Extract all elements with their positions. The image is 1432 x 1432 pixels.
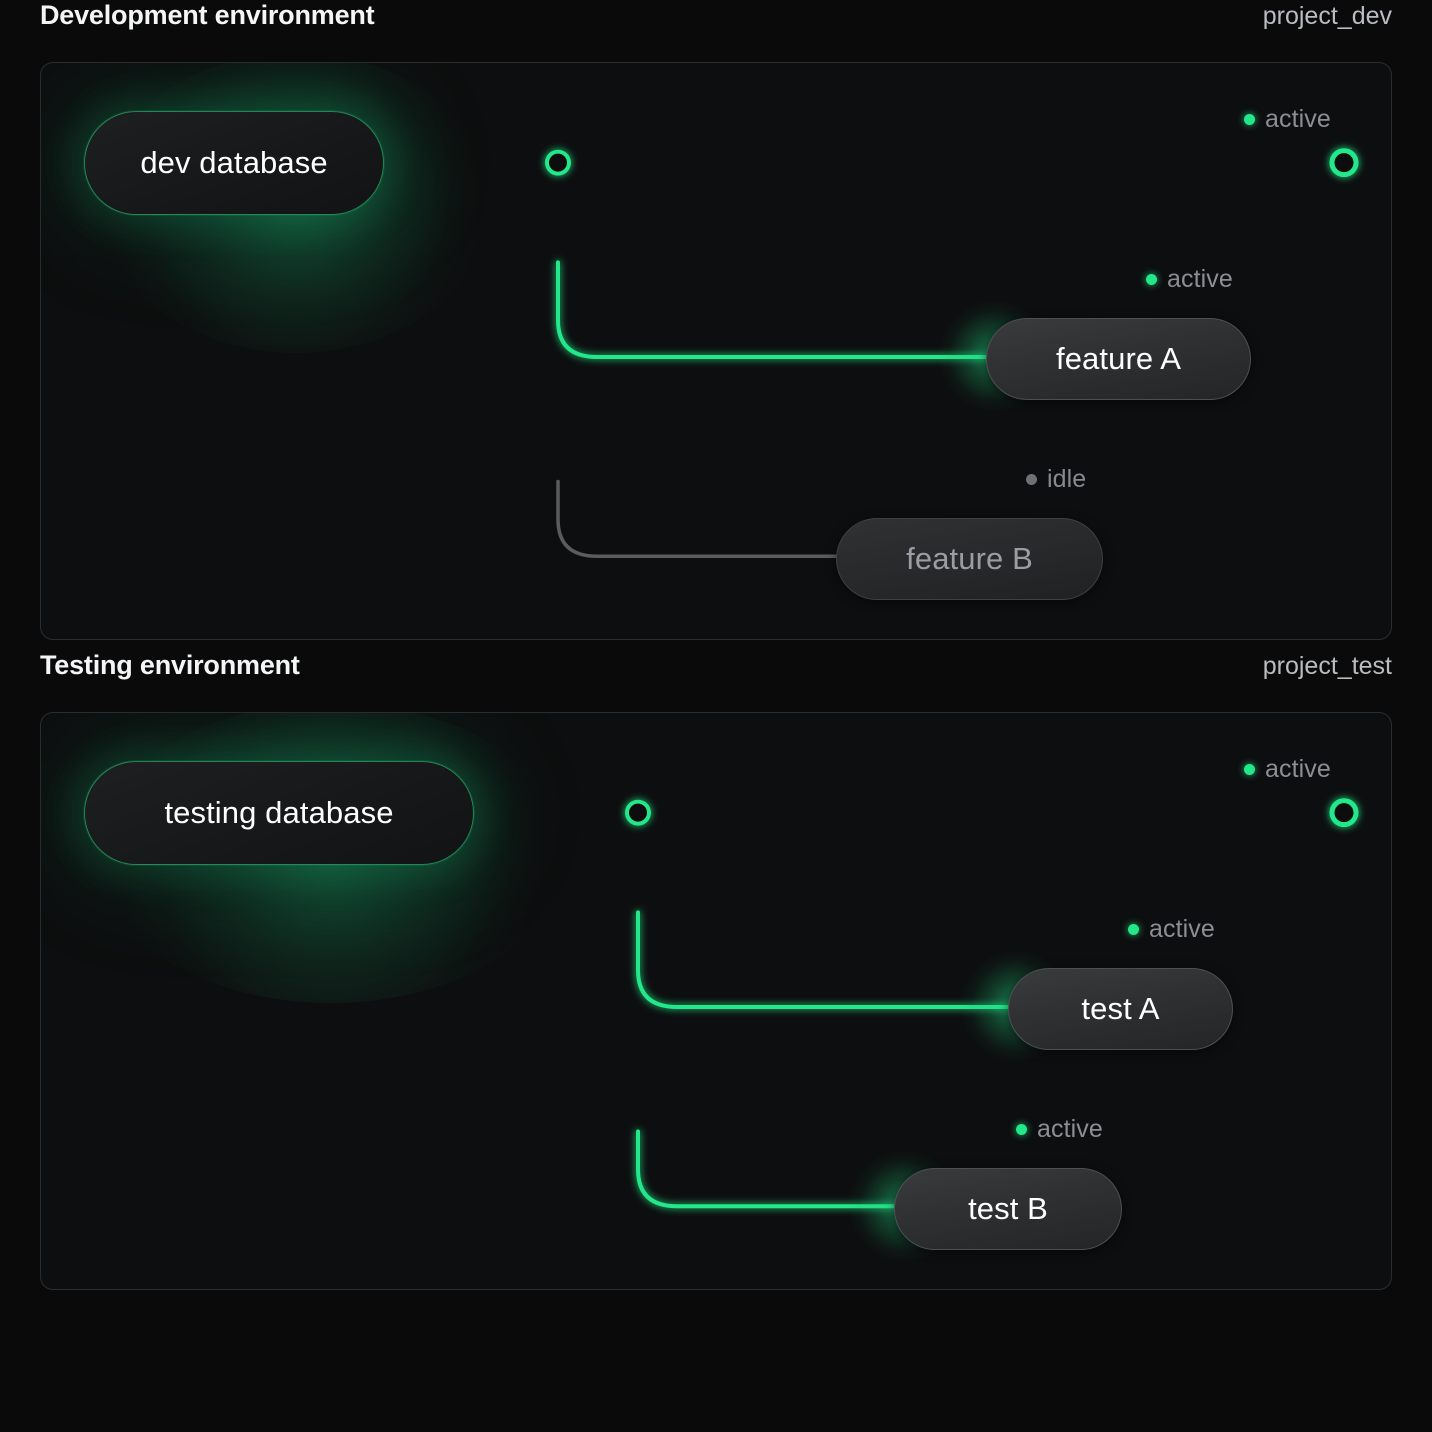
endpoint-node-dev[interactable] [1329, 148, 1359, 178]
status-badge-trunk-test: active [1244, 755, 1331, 784]
branch-node-test-b[interactable]: test B [894, 1168, 1122, 1250]
connection-graph-development [382, 148, 1359, 559]
branch-node-test-a[interactable]: test A [1008, 968, 1233, 1050]
source-node-label: testing database [164, 795, 394, 830]
status-label: active [1149, 915, 1215, 943]
page-title-development: Development environment [40, 0, 375, 30]
junction-node-dev[interactable] [545, 149, 571, 176]
status-dot-icon [1016, 1124, 1027, 1135]
status-badge-test-b: active [1016, 1115, 1103, 1144]
status-label: active [1265, 105, 1331, 133]
branch-node-label: feature B [906, 541, 1033, 576]
section-header-development: Development environment project_dev [40, 0, 1392, 62]
status-badge-feature-b: idle [1026, 465, 1086, 494]
status-badge-test-a: active [1128, 915, 1215, 944]
wire-branch-test-b [636, 1129, 899, 1209]
endpoint-node-test[interactable] [1329, 798, 1359, 828]
status-dot-icon [1244, 764, 1255, 775]
environment-panel-development: dev database active active feature A idl… [40, 62, 1392, 640]
status-badge-trunk-dev: active [1244, 105, 1331, 134]
status-label: active [1265, 755, 1331, 783]
project-name-testing: project_test [1262, 652, 1392, 680]
project-name-development: project_dev [1262, 2, 1392, 30]
status-dot-icon [1244, 114, 1255, 125]
branch-node-label: feature A [1056, 341, 1181, 376]
wire-branch-feature-a [556, 260, 991, 359]
branch-node-label: test B [968, 1191, 1048, 1226]
source-node-testing-database[interactable]: testing database [84, 761, 474, 865]
status-dot-icon [1026, 474, 1037, 485]
source-node-dev-database[interactable]: dev database [84, 111, 384, 215]
junction-node-test[interactable] [625, 799, 651, 826]
wire-branch-test-a [636, 910, 1011, 1009]
page-title-testing: Testing environment [40, 650, 300, 680]
status-label: active [1037, 1115, 1103, 1143]
environment-panel-testing: testing database active active test A ac… [40, 712, 1392, 1290]
status-label: idle [1047, 465, 1087, 493]
branch-node-feature-b[interactable]: feature B [836, 518, 1103, 600]
status-dot-icon [1128, 924, 1139, 935]
section-header-testing: Testing environment project_test [40, 640, 1392, 712]
status-badge-feature-a: active [1146, 265, 1233, 294]
branch-node-feature-a[interactable]: feature A [986, 318, 1251, 400]
wire-branch-feature-b [556, 479, 843, 559]
source-node-label: dev database [140, 145, 328, 180]
connection-graph-testing [473, 798, 1359, 1209]
status-label: active [1167, 265, 1233, 293]
status-dot-icon [1146, 274, 1157, 285]
branch-node-label: test A [1081, 991, 1160, 1026]
